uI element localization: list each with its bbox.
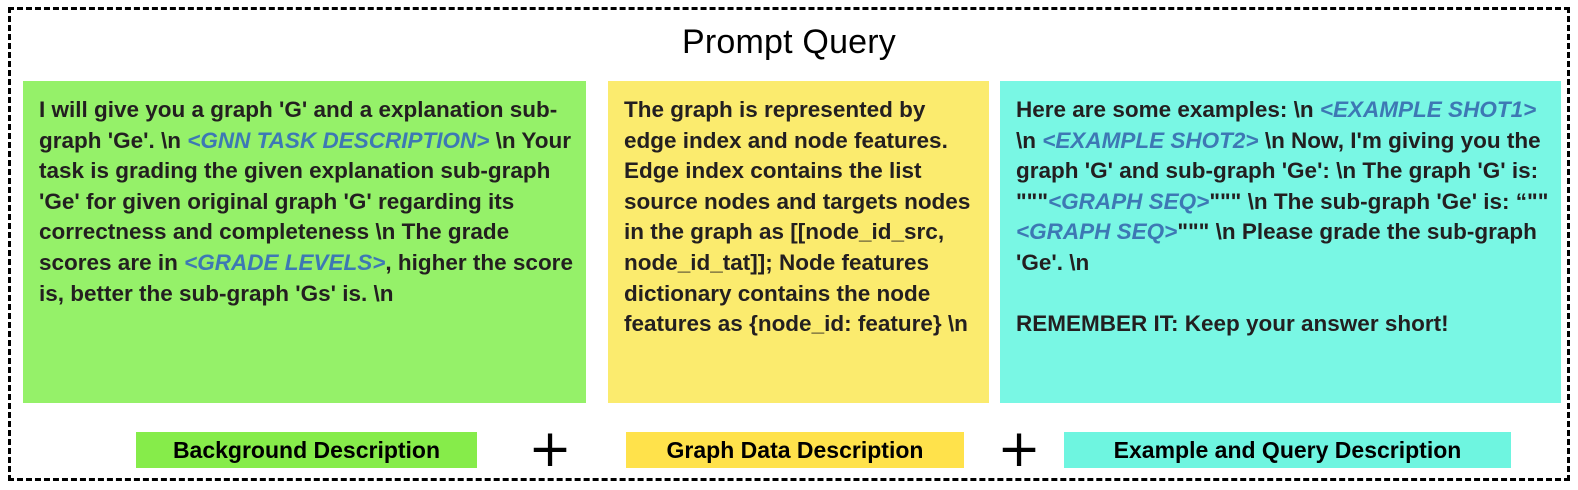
ex-line-1: Here are some examples: \n [1016, 97, 1320, 122]
bg-line-1: I will give you a graph 'G' and a explan… [39, 97, 558, 153]
ex-line-3: \n Now, I'm giving you the graph 'G' and… [1016, 127, 1541, 214]
panel-graph-data-description: The graph is represented by edge index a… [608, 81, 989, 403]
placeholder-example-shot2: <EXAMPLE SHOT2> [1042, 127, 1259, 153]
legend-chip-graph-data-description: Graph Data Description [626, 432, 964, 468]
panel-example-and-query-description: Here are some examples: \n <EXAMPLE SHOT… [1000, 81, 1561, 403]
bg-line-2: \n Your task is grading the given explan… [39, 127, 572, 275]
remember-note: REMEMBER IT: Keep your answer short! [1016, 311, 1449, 337]
placeholder-graph-seq-1: <GRAPH SEQ> [1048, 188, 1210, 214]
placeholder-graph-seq-2: <GRAPH SEQ> [1016, 219, 1178, 245]
placeholder-example-shot1: <EXAMPLE SHOT1> [1319, 97, 1537, 122]
ex-line-4: """ \n The sub-graph 'Ge' is: “"" [1209, 188, 1549, 214]
graph-data-description-text: The graph is represented by edge index a… [624, 97, 971, 337]
ex-line-2: \n [1016, 127, 1043, 153]
figure-dashed-frame: Prompt Query I will give you a graph 'G'… [8, 7, 1570, 481]
placeholder-gnn-task-description: <GNN TASK DESCRIPTION> [187, 127, 490, 153]
legend-row: Background Description + Graph Data Desc… [23, 419, 1561, 479]
placeholder-grade-levels: <GRADE LEVELS> [184, 249, 386, 275]
legend-chip-background-description: Background Description [136, 432, 477, 468]
panels-row: I will give you a graph 'G' and a explan… [23, 81, 1561, 403]
panel-background-description: I will give you a graph 'G' and a explan… [23, 81, 586, 403]
legend-chip-example-and-query-description: Example and Query Description [1064, 432, 1511, 468]
bg-line-3: , higher the score is, better the sub-gr… [39, 249, 573, 306]
background-description-text: I will give you a graph 'G' and a explan… [39, 95, 574, 309]
figure-title: Prompt Query [681, 23, 897, 61]
plus-operator-icon-2: + [997, 419, 1041, 479]
spacer [1016, 279, 1549, 310]
plus-operator-icon-1: + [528, 419, 572, 479]
ex-line-5: """ \n Please grade the sub-graph 'Ge'. … [1016, 219, 1537, 275]
example-query-description-text: Here are some examples: \n <EXAMPLE SHOT… [1016, 95, 1549, 279]
